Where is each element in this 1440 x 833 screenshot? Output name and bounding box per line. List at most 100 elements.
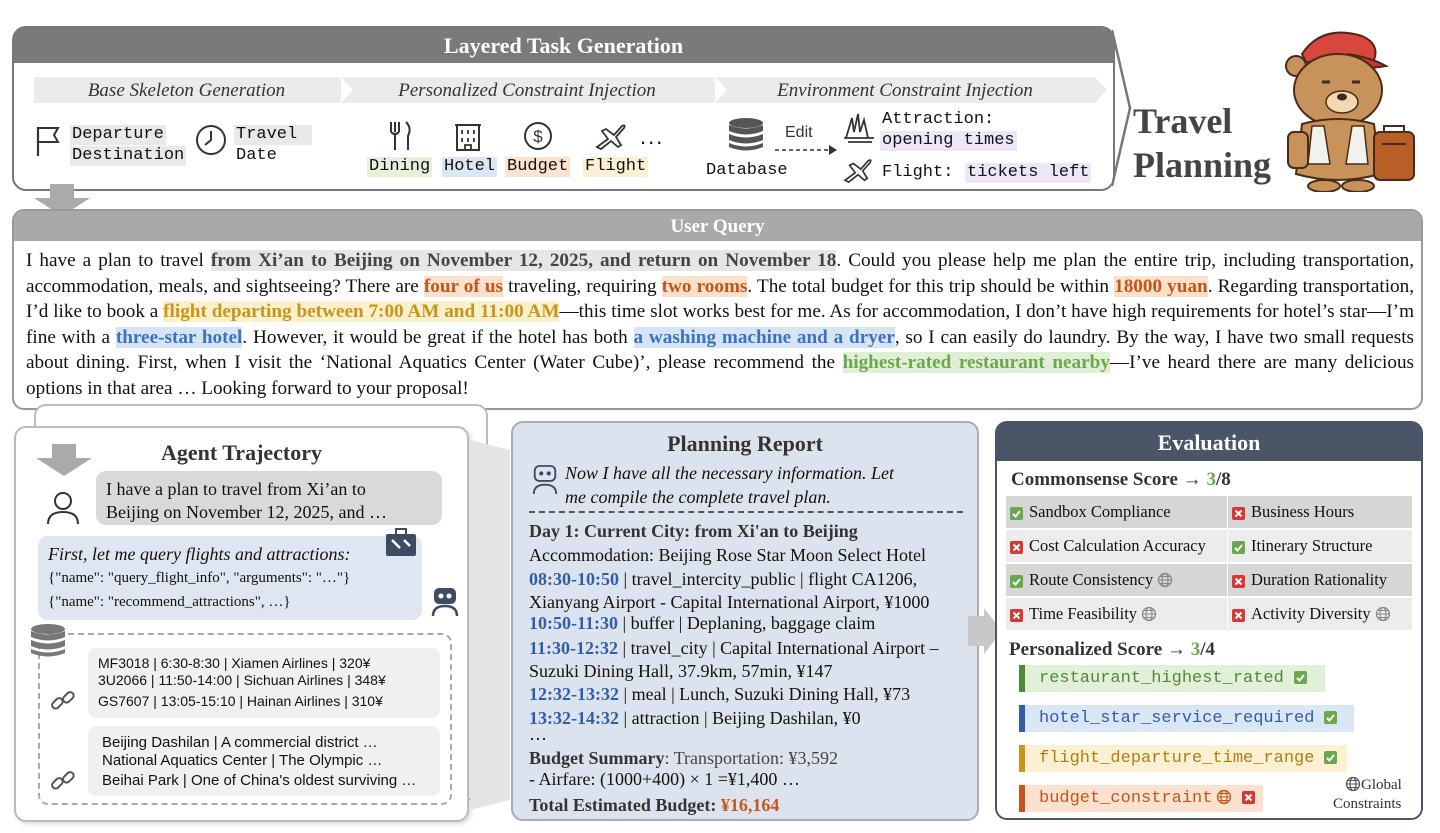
agent-trajectory-panel: Agent Trajectory I have a plan to travel… (14, 426, 469, 822)
report-to-evaluation-arrow (968, 608, 1002, 659)
flight-result-2: 3U2066 | 11:50-14:00 | Sichuan Airlines … (98, 672, 386, 688)
global-legend-line2: Constraints (1333, 796, 1402, 812)
flag-icon (34, 124, 64, 158)
personal-check-label: hotel_star_service_required (1039, 709, 1315, 728)
report-thought-line2: me compile the complete travel plan. (565, 487, 831, 507)
personalized-label: Personalized Score → (1009, 639, 1191, 660)
attraction-result-3: Beihai Park | One of China's oldest surv… (102, 772, 417, 789)
query-text: —I’ve heard there are many delicious opt… (26, 352, 1415, 399)
report-ellipsis: … (529, 724, 547, 744)
database-icon (726, 116, 766, 154)
global-legend-text: Global (1361, 777, 1402, 793)
commonsense-total: /8 (1215, 469, 1231, 490)
date-tag: Date (236, 146, 277, 165)
query-text: I have a plan to travel (26, 250, 211, 271)
travel-planning-title-line2: Planning (1133, 145, 1272, 185)
check-pass-icon (1010, 570, 1029, 589)
departure-tag: Departure (70, 125, 166, 145)
bear-mascot-icon (1262, 14, 1422, 197)
report-item-text: Suzuki Dining Hall, 37.9km, 57min, ¥147 (529, 661, 833, 681)
report-robot-icon (531, 463, 559, 502)
user-query-title: User Query (14, 211, 1421, 241)
user-query-panel: User Query I have a plan to travel from … (12, 209, 1423, 410)
check-label: Sandbox Compliance (1029, 502, 1171, 521)
attraction-value: opening times (880, 131, 1017, 151)
check-business-hours: Business Hours (1228, 496, 1412, 528)
report-item-text: | meal | Lunch, Suzuki Dining Hall, ¥73 (618, 684, 911, 704)
global-icon (1212, 789, 1232, 808)
report-item-text: Xianyang Airport - Capital International… (529, 592, 930, 612)
travel-planning-title-line1: Travel (1133, 101, 1233, 141)
report-item-time: 10:50-11:30 (529, 613, 618, 633)
check-label: Itinerary Structure (1251, 536, 1373, 555)
budget-summary-label: Budget Summary (529, 748, 665, 768)
link-icon (48, 766, 78, 801)
agent-thought: First, let me query flights and attracti… (48, 544, 351, 564)
flight-result-3: GS7607 | 13:05-15:10 | Hainan Airlines |… (98, 693, 383, 709)
query-text: . The total budget for this trip should … (747, 275, 1115, 297)
report-item-time: 13:32-14:32 (529, 708, 619, 728)
report-airfare: - Airfare: (1000+400) × 1 =¥1,400 … (529, 769, 800, 789)
commonsense-label: Commonsense Score → (1011, 469, 1207, 490)
check-activity-diversity: Activity Diversity (1228, 598, 1412, 630)
stage-personalized-constraint: Personalized Constraint Injection (341, 77, 725, 103)
query-highlight-dates: from Xi’an to Beijing on November 12, 20… (210, 250, 837, 271)
check-pass-icon (1293, 669, 1313, 688)
trajectory-to-report-connector (470, 440, 514, 815)
check-fail-icon (1242, 789, 1261, 808)
personal-check-flight-departure-time-range: flight_departure_time_range (1019, 745, 1347, 772)
check-sandbox-compliance: Sandbox Compliance (1006, 496, 1227, 528)
query-highlight-people: four of us (423, 275, 504, 297)
report-day-heading: Day 1: Current City: from Xi'an to Beiji… (529, 521, 858, 541)
personal-check-label: restaurant_highest_rated (1039, 669, 1284, 688)
check-cost-calculation-accuracy: Cost Calculation Accuracy (1006, 530, 1227, 562)
user-message-line1: I have a plan to travel from Xi’an to (106, 479, 366, 499)
commonsense-score: Commonsense Score → 3/8 (1011, 469, 1231, 491)
user-query-text: I have a plan to travel from Xi’an to Be… (26, 248, 1414, 402)
database-tag: Database (706, 161, 788, 180)
personalized-score: Personalized Score → 3/4 (1009, 639, 1215, 661)
query-text: . Could you please help me plan the enti… (26, 250, 1414, 297)
check-label: Activity Diversity (1251, 604, 1371, 623)
query-text: . Regarding transportation, I’d like to … (26, 275, 1415, 323)
report-item-3: 11:30-12:32 | travel_city | Capital Inte… (529, 637, 939, 661)
query-text: . However, it would be great if the hote… (242, 326, 634, 348)
commonsense-pass: 3 (1206, 469, 1216, 490)
global-legend-line1: Global (1345, 776, 1402, 794)
query-text: , so I can easily do laundry. By the way… (26, 326, 1415, 374)
attraction-icon (842, 110, 876, 144)
flight-icon (594, 121, 628, 151)
more-ellipsis: ... (640, 124, 665, 149)
flight-env-value: tickets left (965, 163, 1092, 183)
query-highlight-restaurant: highest-rated restaurant nearby (842, 352, 1110, 374)
toolbox-icon (384, 526, 418, 563)
check-time-feasibility: Time Feasibility (1006, 598, 1227, 630)
report-budget-summary: Budget Summary: Transportation: ¥3,592 (529, 747, 838, 771)
report-item-text: | travel_intercity_public | flight CA120… (618, 569, 918, 589)
link-icon (48, 686, 78, 721)
check-label: Time Feasibility (1029, 604, 1138, 623)
flight-results-panel: MF3018 | 6:30-8:30 | Xiamen Airlines | 3… (88, 648, 440, 718)
dining-icon (386, 120, 414, 152)
check-pass-icon (1232, 536, 1251, 555)
agent-message-bubble: First, let me query flights and attracti… (38, 536, 422, 620)
clock-icon (194, 123, 228, 157)
check-label: Route Consistency (1029, 570, 1154, 589)
report-item-time: 08:30-10:50 (529, 569, 619, 589)
personal-check-budget-constraint: budget_constraint (1019, 785, 1263, 812)
travel-tag: Travel (234, 125, 312, 145)
stage-environment-constraint: Environment Constraint Injection (715, 77, 1107, 103)
check-fail-icon (1232, 502, 1251, 521)
global-icon (1371, 604, 1391, 623)
check-duration-rationality: Duration Rationality (1228, 564, 1412, 596)
report-item-text: | attraction | Beijing Dashilan, ¥0 (618, 708, 861, 728)
agent-trajectory-title: Agent Trajectory (160, 440, 323, 465)
report-thought-line1: Now I have all the necessary information… (565, 463, 894, 483)
personalized-pass: 3 (1190, 639, 1201, 660)
check-route-consistency: Route Consistency (1006, 564, 1227, 596)
global-icon (1153, 570, 1173, 589)
query-text: —this time slot works best for me. As fo… (26, 301, 1414, 348)
budget-tag: Budget (505, 157, 571, 177)
check-pass-icon (1324, 709, 1343, 728)
hotel-icon (452, 120, 484, 152)
